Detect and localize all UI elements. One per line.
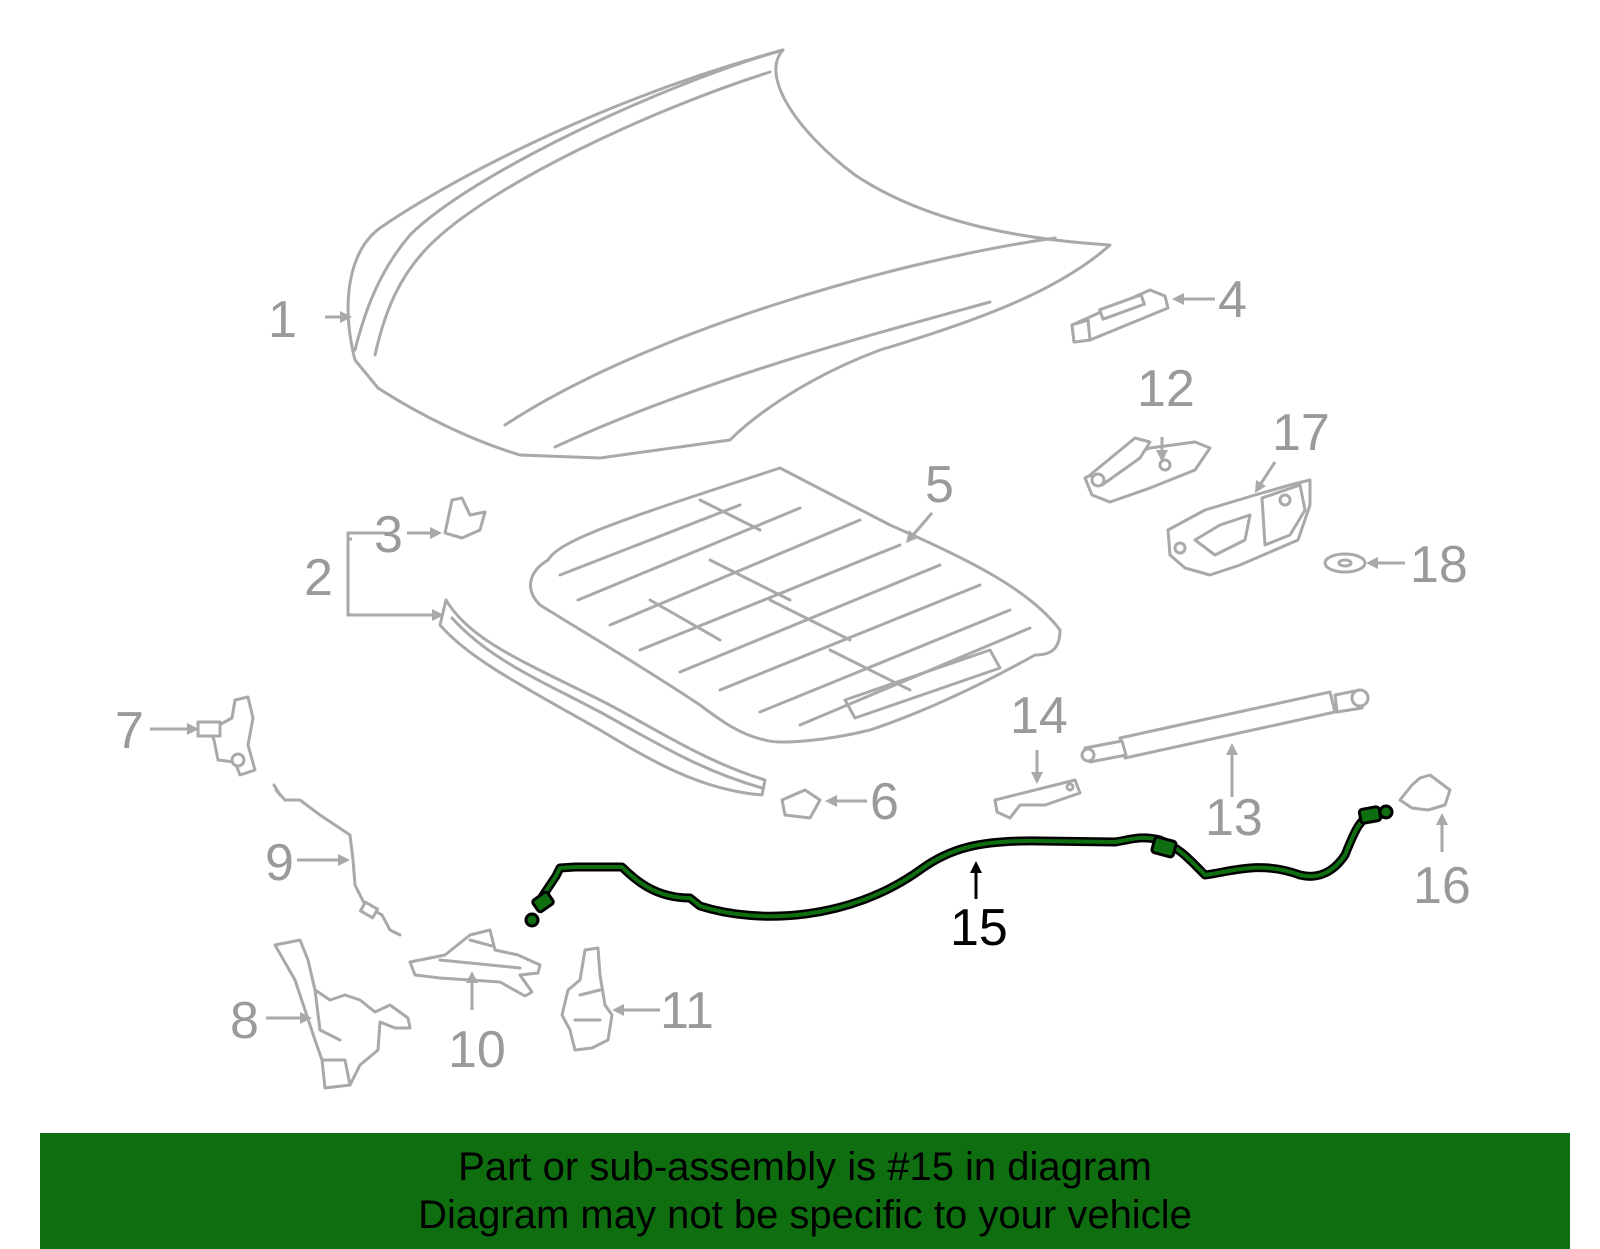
info-banner: Part or sub-assembly is #15 in diagram D… — [40, 1133, 1570, 1249]
part-13-gas-strut — [1080, 688, 1370, 764]
callout-18: 18 — [1410, 536, 1468, 594]
callout-10: 10 — [448, 1021, 506, 1079]
callout-17: 17 — [1272, 404, 1330, 462]
callout-2: 2 — [304, 549, 333, 607]
leader-lines — [150, 293, 1448, 1024]
callout-1: 1 — [268, 291, 297, 349]
part-10-latch-base — [408, 928, 542, 998]
callout-5: 5 — [925, 456, 954, 514]
part-14-bracket — [993, 778, 1082, 820]
part-5-insulator — [529, 466, 1062, 744]
banner-line-2: Diagram may not be specific to your vehi… — [418, 1193, 1192, 1237]
callout-12: 12 — [1137, 360, 1195, 418]
callout-16: 16 — [1413, 857, 1471, 915]
callout-9: 9 — [265, 834, 294, 892]
part-3-clip — [443, 496, 487, 540]
part-16-clip — [1398, 773, 1452, 812]
callout-6: 6 — [870, 773, 899, 831]
part-7-latch — [196, 695, 257, 777]
callout-13: 13 — [1205, 789, 1263, 847]
banner-line-1: Part or sub-assembly is #15 in diagram — [458, 1145, 1152, 1189]
part-12-hood-hinge — [1083, 436, 1212, 504]
part-15-release-cable — [524, 804, 1394, 928]
callout-labels: 1 2 3 4 5 6 7 8 9 10 11 12 13 14 15 16 1… — [115, 271, 1471, 1079]
part-17-hinge-assembly — [1166, 478, 1312, 577]
part-11-latch-control — [560, 946, 614, 1052]
callout-4: 4 — [1218, 271, 1247, 329]
part-6-clip — [780, 788, 822, 820]
part-4-hood-bumper — [1070, 288, 1170, 344]
callout-14: 14 — [1010, 687, 1068, 745]
callout-15: 15 — [950, 899, 1008, 957]
callout-11: 11 — [660, 982, 714, 1040]
callout-3: 3 — [374, 506, 403, 564]
callout-8: 8 — [230, 992, 259, 1050]
part-1-hood — [346, 48, 1112, 460]
callout-7: 7 — [115, 702, 144, 760]
part-9-release-rod — [272, 783, 402, 937]
part-8-latch-support — [273, 938, 412, 1090]
part-18-washer — [1323, 552, 1367, 574]
part-2-hood-seal — [438, 598, 767, 797]
